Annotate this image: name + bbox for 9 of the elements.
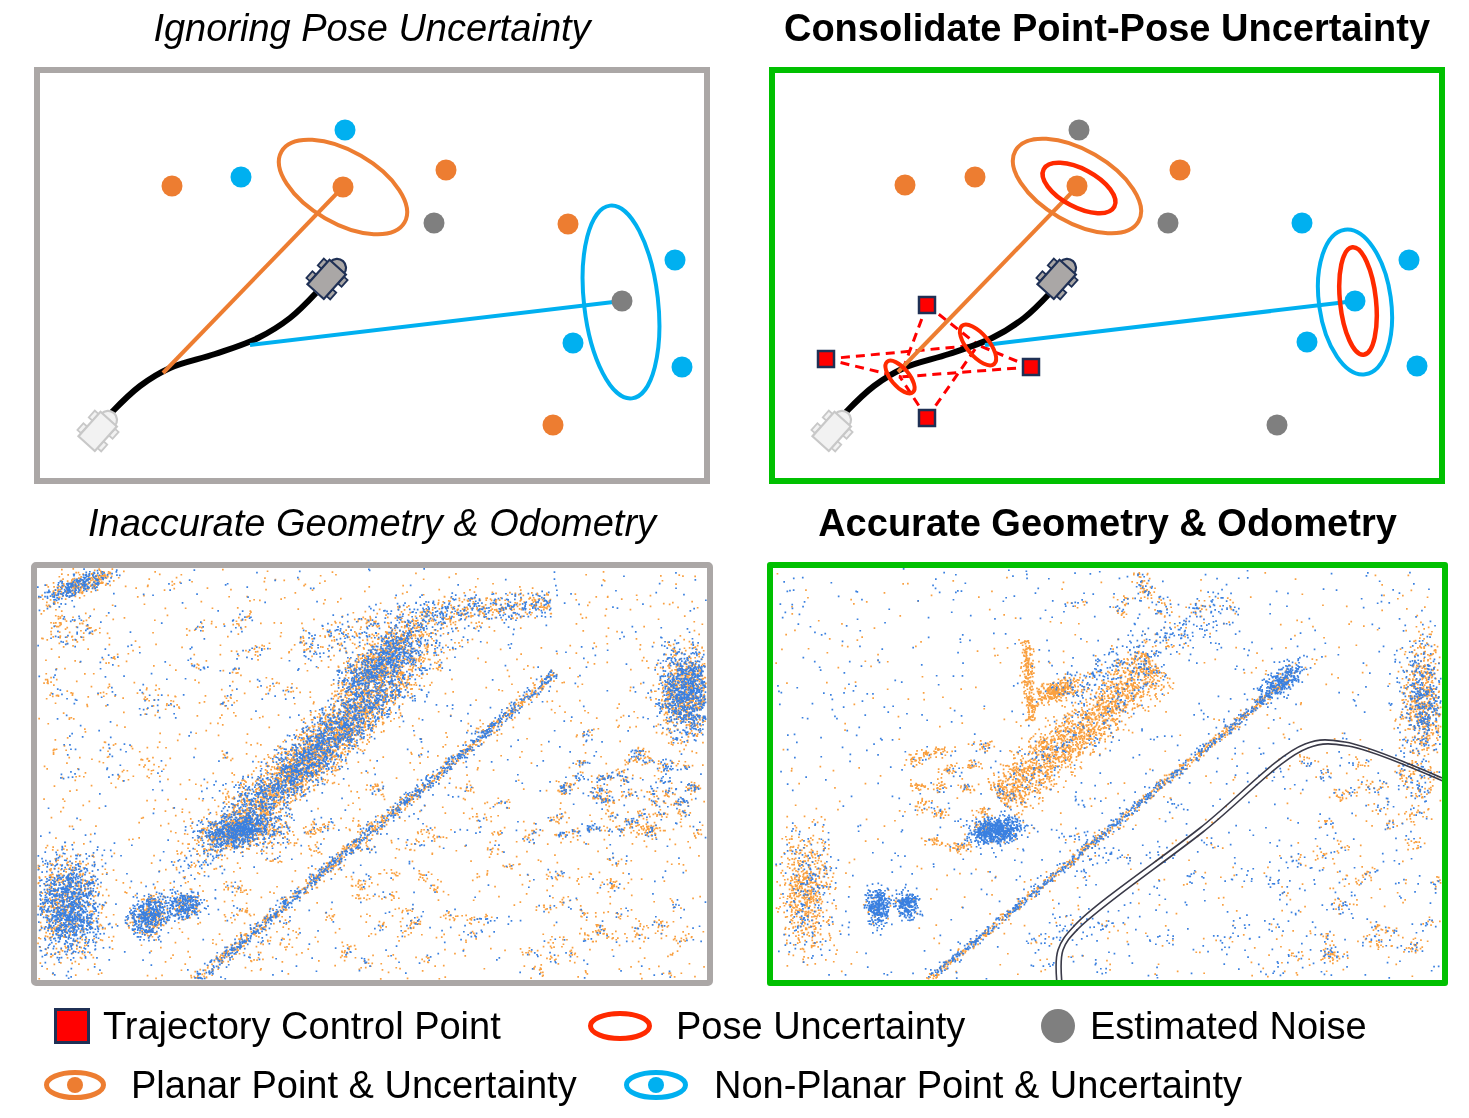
legend-label: Estimated Noise xyxy=(1090,1004,1367,1048)
legend-label: Pose Uncertainty xyxy=(676,1004,966,1048)
panel-title: Inaccurate Geometry & Odometry xyxy=(87,501,657,545)
legend-label: Trajectory Control Point xyxy=(103,1004,501,1048)
legend-label: Planar Point & Uncertainty xyxy=(131,1063,577,1107)
panel-title: Consolidate Point-Pose Uncertainty xyxy=(783,6,1431,50)
legend-label: Non-Planar Point & Uncertainty xyxy=(714,1063,1243,1107)
panel-title: Ignoring Pose Uncertainty xyxy=(153,6,591,50)
panel-title: Accurate Geometry & Odometry xyxy=(818,501,1397,545)
